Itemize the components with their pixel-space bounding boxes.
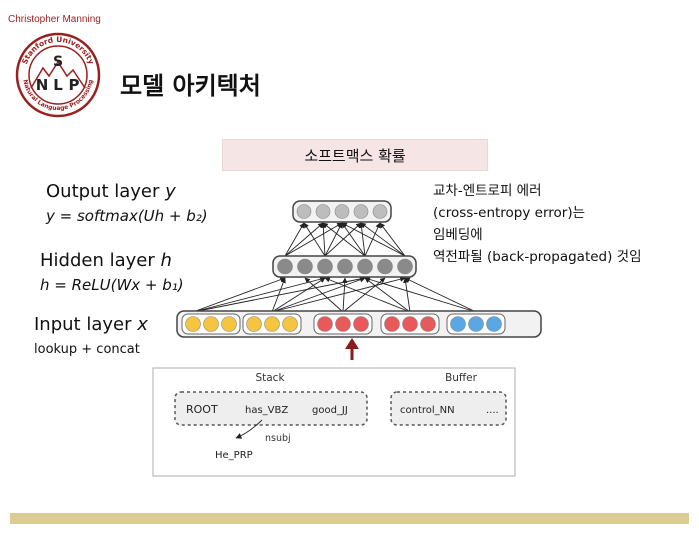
backprop-note: 교차-엔트로피 에러 (cross-entropy error)는 임베딩에 역… xyxy=(433,180,642,268)
hidden-output-edge xyxy=(284,222,343,257)
layer-groups xyxy=(176,200,542,338)
output-layer-name: Output layer xyxy=(46,181,160,202)
input-neuron xyxy=(246,316,262,332)
hidden-neuron xyxy=(277,258,293,275)
arc-label: nsubj xyxy=(265,433,291,444)
author-name: Christopher Manning xyxy=(8,14,101,25)
hidden-output-edge xyxy=(341,222,406,257)
footer-bar xyxy=(10,513,689,524)
hidden-neuron xyxy=(357,258,373,275)
logo-letter-s: S xyxy=(53,54,63,70)
hidden-output-edge xyxy=(324,222,362,257)
input-hidden-edge xyxy=(192,276,326,313)
input-neuron xyxy=(468,316,484,332)
output-neuron xyxy=(334,204,350,219)
hidden-layer-var: h xyxy=(160,250,172,271)
hidden-neuron xyxy=(317,258,333,275)
input-neuron xyxy=(420,316,436,332)
buffer-label: Buffer xyxy=(445,372,478,384)
output-layer-var: y xyxy=(165,181,176,202)
hidden-output-edge xyxy=(358,222,366,257)
hidden-output-edge xyxy=(379,222,406,257)
stack-item: good_JJ xyxy=(312,405,348,416)
note-line: (cross-entropy error)는 xyxy=(433,205,586,221)
hidden-output-edge xyxy=(284,222,305,257)
nsubj-arc xyxy=(235,419,263,439)
input-layer-formula: lookup + concat xyxy=(34,342,140,357)
input-hidden-edge xyxy=(342,277,386,313)
output-neuron xyxy=(353,204,369,219)
dependent-word: He_PRP xyxy=(215,450,253,461)
note-line: 교차-엔트로피 에러 xyxy=(433,183,542,199)
output-neuron xyxy=(372,204,388,219)
input-hidden-edge xyxy=(364,276,477,313)
input-hidden-edge xyxy=(271,277,326,313)
hidden-layer-name: Hidden layer xyxy=(40,250,155,271)
output-layer-title: Output layer y xyxy=(46,181,176,202)
buffer-item: control_NN xyxy=(400,405,455,416)
softmax-label-box: 소프트맥스 확률 xyxy=(222,139,488,171)
input-neuron xyxy=(203,316,219,332)
input-neuron xyxy=(486,316,502,332)
input-hidden-edge xyxy=(324,277,411,313)
hidden-output-edge xyxy=(364,222,381,257)
slide-title: 모델 아키텍처 xyxy=(120,72,261,100)
input-neuron xyxy=(317,316,333,332)
hidden-neuron xyxy=(297,258,313,275)
input-hidden-edge xyxy=(271,277,366,313)
hidden-neuron xyxy=(397,258,413,275)
input-neuron xyxy=(335,316,351,332)
stanford-nlp-logo: Stanford University Natural Language Pro… xyxy=(15,32,101,118)
input-neuron xyxy=(402,316,418,332)
input-neuron xyxy=(450,316,466,332)
input-hidden-edge xyxy=(271,277,286,313)
output-neuron xyxy=(296,204,312,219)
hidden-output-edge xyxy=(341,222,366,257)
input-hidden-edge xyxy=(342,277,348,313)
hidden-neuron xyxy=(337,258,353,275)
input-neuron xyxy=(384,316,400,332)
hidden-layer-formula: h = ReLU(Wx + b₁) xyxy=(40,276,184,294)
stack-item: has_VBZ xyxy=(245,405,288,416)
buffer-item: .... xyxy=(486,405,499,416)
stack-box xyxy=(174,391,368,426)
input-neuron xyxy=(264,316,280,332)
hidden-output-edge xyxy=(322,222,366,257)
input-neuron xyxy=(185,316,201,332)
note-line: 임베딩에 xyxy=(433,227,483,243)
hidden-output-edge xyxy=(303,222,326,257)
hidden-output-edge xyxy=(324,222,343,257)
input-neuron xyxy=(282,316,298,332)
logo-letter-l: L xyxy=(53,76,63,94)
input-hidden-edge xyxy=(192,277,286,313)
input-layer-name: Input layer xyxy=(34,314,132,335)
stack-label: Stack xyxy=(255,372,285,384)
hidden-layer-title: Hidden layer h xyxy=(40,250,172,271)
hidden-output-edge xyxy=(284,222,324,257)
input-neuron xyxy=(353,316,369,332)
logo-letter-n: N xyxy=(36,76,49,94)
input-neuron xyxy=(221,316,237,332)
input-hidden-edge xyxy=(192,276,366,313)
stack-item: ROOT xyxy=(186,403,218,416)
input-hidden-edge xyxy=(403,277,411,313)
hidden-output-edge xyxy=(320,222,326,257)
layer-connections xyxy=(192,222,477,313)
hidden-output-edge xyxy=(360,222,406,257)
lookup-arrow-head xyxy=(345,338,359,349)
input-layer-title: Input layer x xyxy=(34,314,148,335)
note-line: 역전파될 (back-propagated) 것임 xyxy=(433,249,642,265)
input-hidden-edge xyxy=(304,277,344,313)
hidden-neuron xyxy=(377,258,393,275)
buffer-box xyxy=(390,391,507,426)
input-layer-var: x xyxy=(137,314,148,335)
logo-letter-p: P xyxy=(69,76,80,94)
softmax-label: 소프트맥스 확률 xyxy=(304,146,406,165)
output-layer-formula: y = softmax(Uh + b₂) xyxy=(46,207,208,225)
input-hidden-edge xyxy=(404,277,477,313)
output-neuron xyxy=(315,204,331,219)
input-hidden-edge xyxy=(364,277,411,313)
